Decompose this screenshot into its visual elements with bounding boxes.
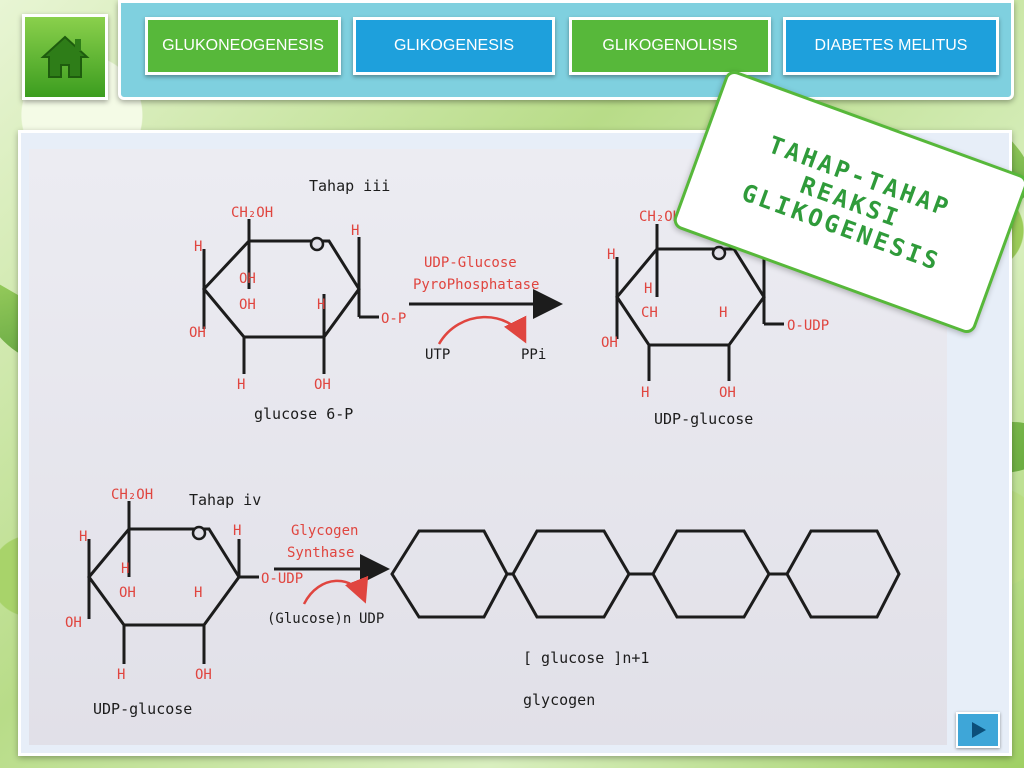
ring-oxygen — [309, 236, 325, 252]
glucose-6-p-ring — [201, 219, 379, 374]
product-label: UDP-glucose — [654, 410, 753, 428]
nav-button-diabetes-melitus[interactable]: DIABETES MELITUS — [783, 17, 999, 75]
nav-label: GLIKOGENESIS — [393, 37, 515, 54]
reactant-label: glucose 6-P — [254, 405, 353, 423]
ring-label: OH — [314, 377, 331, 393]
cofactor-arrow — [437, 315, 527, 345]
nav-label: GLUKONEOGENESIS — [162, 37, 324, 54]
play-right-icon — [972, 722, 986, 738]
reactant-group: O-UDP — [261, 571, 303, 587]
ring-label: H — [641, 385, 649, 401]
enzyme-line2: Synthase — [287, 545, 354, 561]
enzyme-line1: UDP-Glucose — [424, 255, 517, 271]
ring-label: H — [194, 585, 202, 601]
enzyme-line2: PyroPhosphatase — [413, 277, 539, 293]
ring-label: H — [194, 239, 202, 255]
reactant-group: O-P — [381, 311, 406, 327]
ring-label: H — [719, 305, 727, 321]
nav-button-glikogenesis[interactable]: GLIKOGENESIS — [353, 17, 555, 75]
ring-label: H — [644, 281, 652, 297]
ring-label: H — [121, 561, 129, 577]
stage4-heading: Tahap iv — [189, 491, 261, 509]
home-button[interactable] — [22, 14, 108, 100]
ring-label: CH₂OH — [231, 205, 273, 221]
ring-oxygen — [711, 245, 727, 261]
enzyme-line1: Glycogen — [291, 523, 358, 539]
ring-label: OH — [195, 667, 212, 683]
nav-label: DIABETES MELITUS — [814, 37, 968, 54]
top-navigation-bar: GLUKONEOGENESIS GLIKOGENESIS GLIKOGENOLI… — [118, 0, 1014, 100]
nav-button-glikogenolisis[interactable]: GLIKOGENOLISIS — [569, 17, 771, 75]
ring-label: OH — [239, 297, 256, 313]
ring-label: CH₂OH — [639, 209, 681, 225]
cofactor-in: (Glucose)n — [267, 611, 351, 627]
product-group: O-UDP — [787, 318, 829, 334]
cofactor-arrow — [302, 575, 369, 605]
udp-glucose-ring — [615, 224, 784, 381]
ring-oxygen — [191, 525, 207, 541]
ring-label: CH — [641, 305, 658, 321]
ring-label: OH — [601, 335, 618, 351]
ring-label: H — [79, 529, 87, 545]
cofactor-out: PPi — [521, 347, 546, 363]
stage3-heading: Tahap iii — [309, 177, 390, 195]
ring-label: OH — [239, 271, 256, 287]
product-label: [ glucose ]n+1 — [523, 649, 649, 667]
cofactor-in: UTP — [425, 347, 450, 363]
ring-label: OH — [719, 385, 736, 401]
ring-label: H — [237, 377, 245, 393]
home-icon — [40, 35, 90, 78]
nav-label: GLIKOGENOLISIS — [602, 37, 738, 54]
ring-label: CH₂OH — [111, 487, 153, 503]
glycogen-chain — [390, 529, 901, 619]
ring-label: H — [607, 247, 615, 263]
ring-label: H — [117, 667, 125, 683]
next-slide-button[interactable] — [956, 712, 1000, 748]
cofactor-out: UDP — [359, 611, 384, 627]
ring-label: OH — [189, 325, 206, 341]
ring-label: OH — [65, 615, 82, 631]
glycogenesis-diagram: Tahap iii CH₂OH H OH OH O — [65, 177, 901, 718]
ring-label: H — [233, 523, 241, 539]
reactant-label: UDP-glucose — [93, 700, 192, 718]
nav-button-glukoneogenesis[interactable]: GLUKONEOGENESIS — [145, 17, 341, 75]
ring-label: H — [317, 297, 325, 313]
ring-label: H — [351, 223, 359, 239]
udp-glucose-ring-stage4 — [87, 501, 259, 664]
product-label: glycogen — [523, 691, 595, 709]
ring-label: OH — [119, 585, 136, 601]
